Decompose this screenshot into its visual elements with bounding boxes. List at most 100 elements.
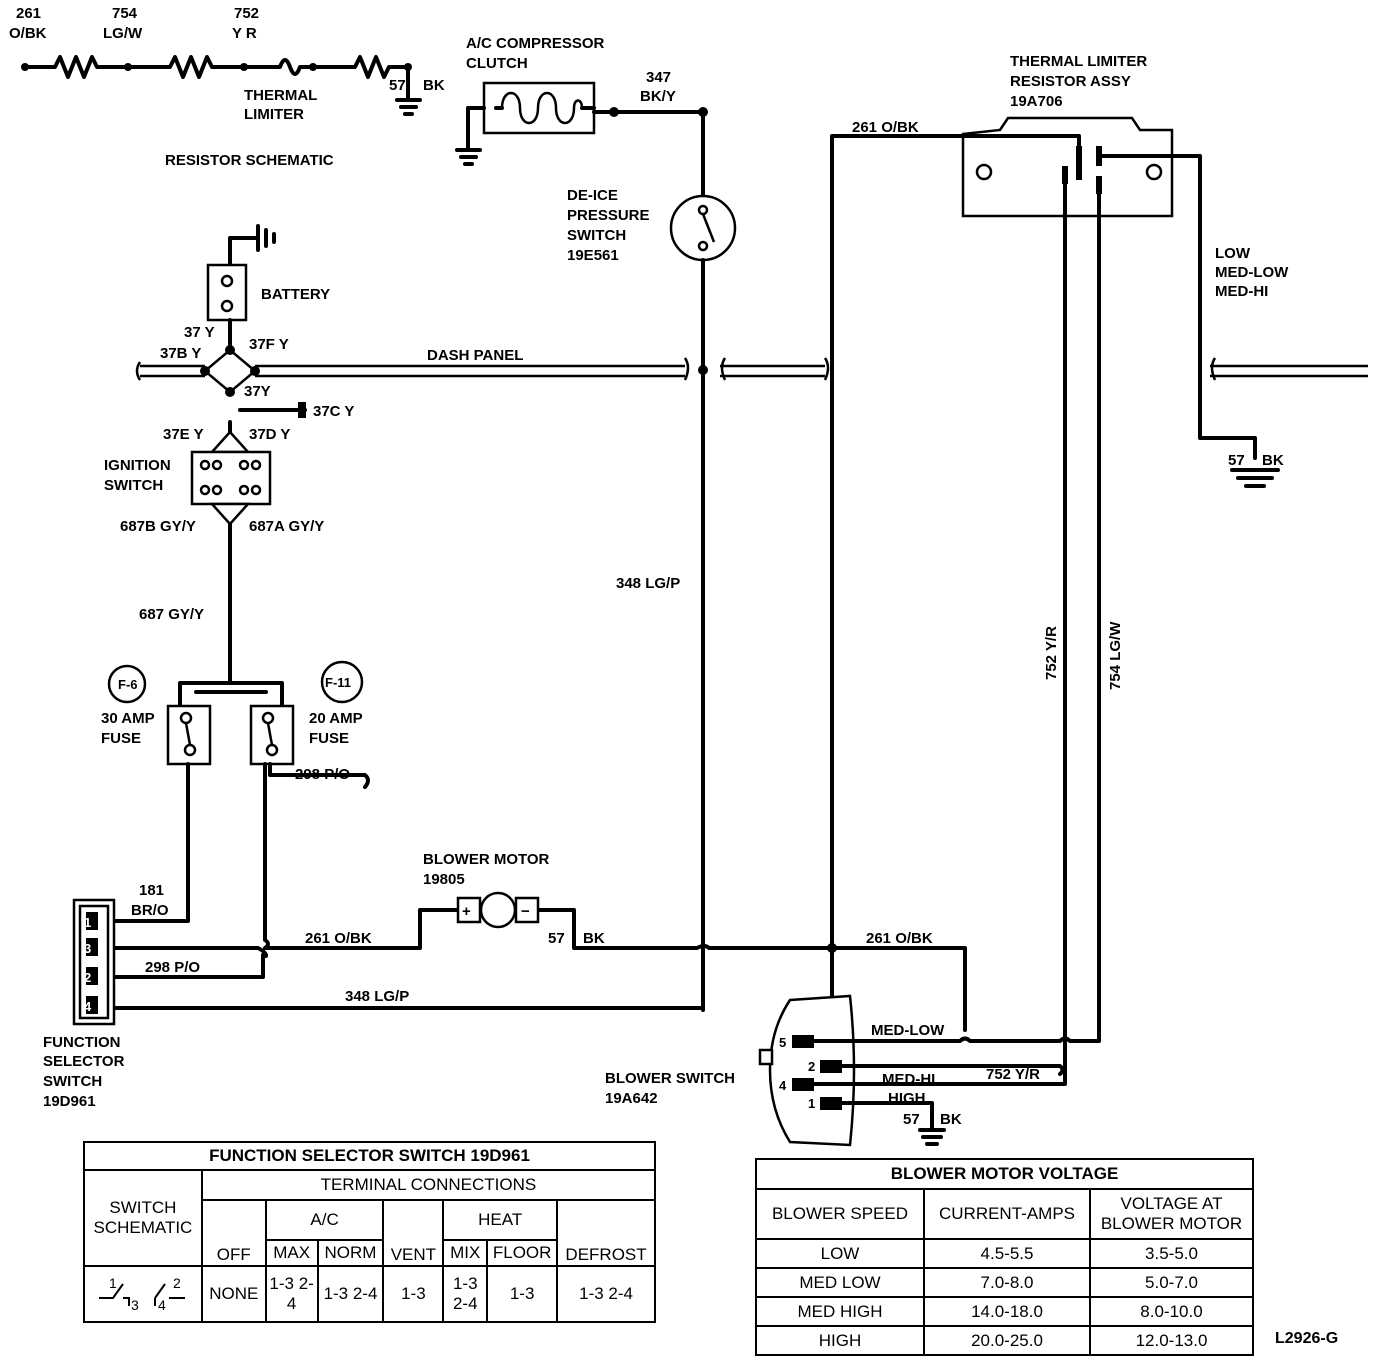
blower-motor: + − BLOWER MOTOR 19805: [423, 851, 550, 929]
fss-label-2: SELECTOR: [43, 1053, 125, 1070]
fss-pin-3: 3: [84, 941, 91, 956]
wire-347: 347: [646, 69, 671, 86]
ac-clutch-label-2: CLUTCH: [466, 55, 528, 72]
ground-right-num: 57: [1228, 452, 1245, 469]
blower-switch-752: 752 Y/R: [986, 1066, 1040, 1083]
fss-ac-header: A/C: [264, 1199, 385, 1241]
blower-switch-pin-1: 1: [808, 1096, 815, 1111]
wire-37b: 37B Y: [160, 345, 201, 362]
wire-687a: 687A GY/Y: [249, 518, 324, 535]
fss-table-schematic-header: SWITCH SCHEMATIC: [83, 1169, 203, 1267]
fss-label-1: FUNCTION: [43, 1034, 121, 1051]
wire-754-vertical: 754 LG/W: [1107, 621, 1124, 690]
ac-compressor-clutch: A/C COMPRESSOR CLUTCH 347 BK/Y: [455, 35, 708, 197]
wire-298-fuse: 298 P/O: [295, 766, 350, 783]
blower-motor-minus: −: [521, 903, 530, 920]
wire-687b: 687B GY/Y: [120, 518, 196, 535]
blower-switch-pin-4: 4: [779, 1078, 787, 1093]
bmv-medlow-current: 7.0-8.0: [923, 1267, 1091, 1298]
fss-col-defrost: DEFROST: [556, 1199, 656, 1267]
fss-pin-2: 2: [84, 970, 91, 985]
fss-schem-1: 1: [109, 1275, 117, 1291]
fss-col-vent: VENT: [382, 1199, 445, 1267]
thermal-limiter-label-2: LIMITER: [244, 106, 304, 123]
blower-switch-pin-5: 5: [779, 1035, 786, 1050]
fss-schem-2: 2: [173, 1275, 181, 1291]
ignition-label-2: SWITCH: [104, 477, 163, 494]
deice-label-3: SWITCH: [567, 227, 626, 244]
fss-pin-1: 1: [84, 915, 91, 930]
fss-val-max: 1-3 2-4: [264, 1265, 319, 1323]
res-752-color: Y R: [232, 25, 257, 42]
wire-37d: 37D Y: [249, 426, 290, 443]
thermal-limiter-label-1: THERMAL: [244, 87, 317, 104]
fss-schem-4: 4: [158, 1297, 166, 1312]
fss-table-schematic-header-2: SCHEMATIC: [93, 1218, 193, 1237]
fss-schem-3: 3: [131, 1297, 139, 1312]
fuse-f6-rating: 30 AMP: [101, 710, 155, 727]
wire-298-fss: 298 P/O: [145, 959, 200, 976]
wire-37c: 37C Y: [313, 403, 354, 420]
wire-348-vertical: 348 LG/P: [616, 575, 680, 592]
fuse-f6-label: FUSE: [101, 730, 141, 747]
bmv-header-current: CURRENT-AMPS: [923, 1188, 1091, 1240]
speed-note-med-low: MED-LOW: [1215, 264, 1289, 281]
resistor-schematic: 261 O/BK 754 LG/W 752 Y R THERMAL LIMITE…: [9, 5, 445, 169]
battery-label: BATTERY: [261, 286, 330, 303]
fss-val-norm: 1-3 2-4: [316, 1265, 385, 1323]
function-selector-switch: 1 3 2 4 FUNCTION SELECTOR SWITCH 19D961: [43, 898, 125, 1110]
fss-pin-4: 4: [84, 999, 92, 1014]
ground-right-color: BK: [1262, 452, 1284, 469]
figure-reference: L2926-G: [1275, 1330, 1339, 1347]
blower-switch-med-low: MED-LOW: [871, 1022, 945, 1039]
bmv-medlow-speed: MED LOW: [755, 1267, 925, 1298]
bmv-high-speed: HIGH: [755, 1325, 925, 1356]
fss-switch-schematic-symbol: 1 3 4 2: [98, 1275, 185, 1313]
wire-37y-2: 37Y: [244, 383, 271, 400]
res-261-num: 261: [16, 5, 41, 22]
thermal-limiter-resistor-assy: THERMAL LIMITER RESISTOR ASSY 19A706 261…: [830, 53, 1289, 1064]
wire-261-bottom: 261 O/BK: [305, 930, 372, 947]
dash-panel-label: DASH PANEL: [427, 347, 523, 364]
ignition-label-1: IGNITION: [104, 457, 171, 474]
fss-col-floor: FLOOR: [486, 1239, 559, 1267]
bmv-low-speed: LOW: [755, 1238, 925, 1269]
ac-clutch-label-1: A/C COMPRESSOR: [466, 35, 605, 52]
deice-part-number: 19E561: [567, 247, 619, 264]
blower-switch-med-hi: MED-HI: [882, 1071, 935, 1088]
fss-heat-header: HEAT: [442, 1199, 559, 1241]
fuse-f11-label: FUSE: [309, 730, 349, 747]
res-ground-color: BK: [423, 77, 445, 94]
blower-motor-part: 19805: [423, 871, 465, 888]
bmv-header-speed: BLOWER SPEED: [755, 1188, 925, 1240]
wire-261-right: 261 O/BK: [866, 930, 933, 947]
blower-switch-ground-color: BK: [940, 1111, 962, 1128]
blower-switch: 5 2 4 1 MED-LOW MED-HI HIGH 752 Y/R 57 B…: [605, 994, 1101, 1147]
wire-37f: 37F Y: [249, 336, 289, 353]
fss-val-floor: 1-3: [486, 1265, 559, 1323]
bmv-medhigh-speed: MED HIGH: [755, 1296, 925, 1327]
table-row: HIGH 20.0-25.0 12.0-13.0: [755, 1325, 1254, 1356]
fuse-block: F-6 F-11 30 AMP FUSE 20 AMP FUSE 298 P/O: [101, 660, 370, 789]
deice-pressure-switch: DE-ICE PRESSURE SWITCH 19E561: [567, 187, 737, 1012]
wire-752-vertical: 752 Y/R: [1043, 626, 1060, 680]
fss-part-number: 19D961: [43, 1093, 96, 1110]
fss-col-off: OFF: [200, 1199, 267, 1267]
bmv-low-current: 4.5-5.5: [923, 1238, 1091, 1269]
blower-switch-high: HIGH: [888, 1090, 926, 1107]
res-ground-num: 57: [389, 77, 406, 94]
deice-label-2: PRESSURE: [567, 207, 650, 224]
bmv-high-voltage: 12.0-13.0: [1089, 1325, 1254, 1356]
bmv-header-voltage: VOLTAGE AT BLOWER MOTOR: [1089, 1188, 1254, 1240]
fss-switch-schematic: 1 3 4 2: [83, 1265, 203, 1323]
thermal-assy-part-number: 19A706: [1010, 93, 1063, 110]
res-754-num: 754: [112, 5, 138, 22]
wire-37e: 37E Y: [163, 426, 204, 443]
speed-note-med-hi: MED-HI: [1215, 283, 1268, 300]
blower-motor-label: BLOWER MOTOR: [423, 851, 550, 868]
thermal-assy-label-2: RESISTOR ASSY: [1010, 73, 1131, 90]
table-row: MED HIGH 14.0-18.0 8.0-10.0: [755, 1296, 1254, 1327]
fss-col-mix: MIX: [442, 1239, 489, 1267]
bmv-high-current: 20.0-25.0: [923, 1325, 1091, 1356]
